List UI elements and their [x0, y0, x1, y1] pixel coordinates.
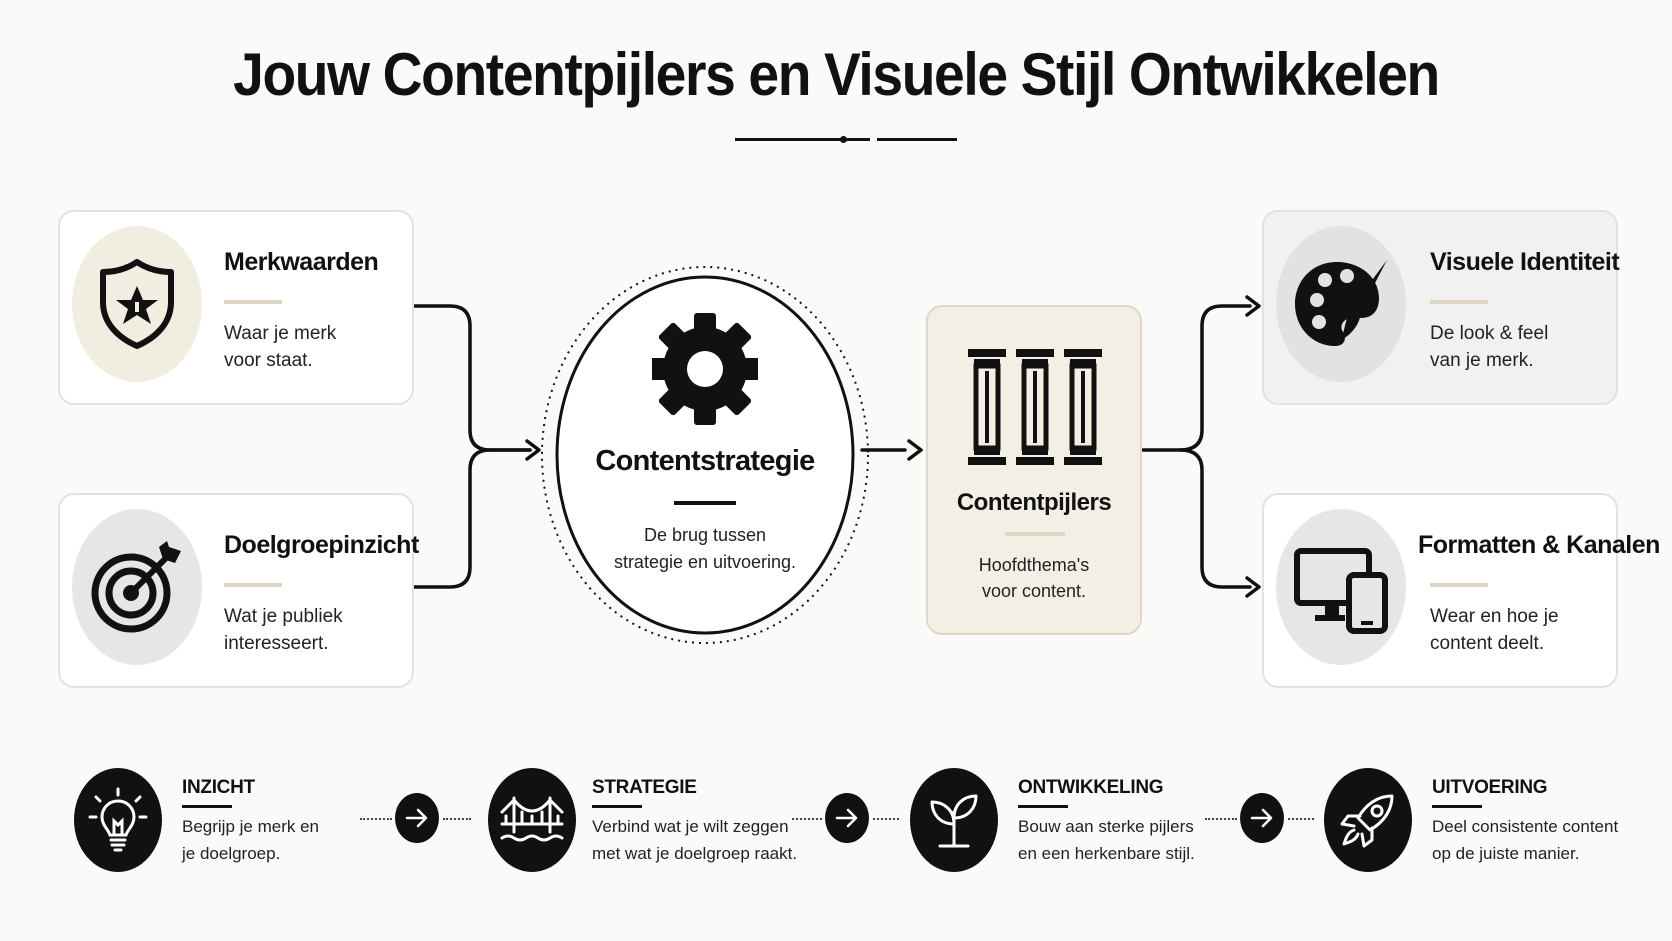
desc-line: Waar je merk [224, 323, 337, 344]
pillars-divider [1005, 532, 1065, 536]
desc-line: je doelgroep. [182, 844, 281, 863]
palette-icon [1276, 226, 1406, 382]
page-title: Jouw Contentpijlers en Visuele Stijl Ont… [233, 41, 1440, 108]
desc-line: De look & feel [1430, 323, 1549, 344]
card-title: Visuele Identiteit [1430, 248, 1620, 276]
pillars-icon [966, 347, 1104, 470]
card-title: Formatten & Kanalen [1418, 531, 1660, 559]
strategy-divider [674, 501, 736, 505]
step-divider [592, 805, 642, 808]
desc-line: voor content. [981, 581, 1087, 601]
step-title: INZICHT [182, 777, 255, 798]
step-divider [1018, 805, 1068, 808]
desc-line: De brug tussen [643, 525, 767, 545]
desc-line: Begrijp je merk en [182, 817, 320, 836]
card-contentpijlers: Contentpijlers Hoofdthema's voor content… [926, 305, 1142, 635]
step-connector-dots [873, 818, 899, 820]
card-description: De look & feel van je merk. [1430, 320, 1548, 374]
shield-star-icon [72, 226, 202, 382]
step-description: Verbind wat je wilt zeggen met wat je do… [592, 813, 797, 867]
bridge-icon [488, 768, 576, 872]
arrow-right-icon [825, 793, 869, 843]
step-connector-dots [360, 818, 392, 820]
desc-line: voor staat. [224, 350, 313, 371]
target-icon [72, 509, 202, 665]
desc-line: interesseert. [224, 633, 329, 654]
lightbulb-icon [74, 768, 162, 872]
card-divider [224, 300, 282, 304]
card-description: Wear en hoe je content deelt. [1430, 603, 1559, 657]
card-visuele-identiteit: Visuele Identiteit De look & feel van je… [1262, 210, 1620, 405]
card-merkwaarden: Merkwaarden Waar je merk voor staat. [58, 210, 414, 405]
desc-line: op de juiste manier. [1432, 844, 1580, 863]
step-description: Deel consistente content op de juiste ma… [1432, 813, 1618, 867]
devices-icon [1276, 509, 1406, 665]
card-doelgroepinzicht: Doelgroepinzicht Wat je publiek interess… [58, 493, 419, 688]
arrow-right-icon [395, 793, 439, 843]
arrow-right-icon [1240, 793, 1284, 843]
step-title: UITVOERING [1432, 777, 1548, 798]
desc-line: en een herkenbare stijl. [1018, 844, 1195, 863]
desc-line: met wat je doelgroep raakt. [592, 844, 798, 863]
desc-line: Wear en hoe je [1430, 606, 1559, 627]
step-title: STRATEGIE [592, 777, 697, 798]
step-connector-dots [1205, 818, 1237, 820]
step-divider [182, 805, 232, 808]
rocket-icon [1324, 768, 1412, 872]
title-divider-right [877, 138, 957, 141]
card-title: Doelgroepinzicht [224, 531, 419, 559]
desc-line: Hoofdthema's [978, 555, 1090, 575]
step-connector-dots [792, 818, 822, 820]
card-divider [224, 583, 282, 587]
step-connector-dots [1288, 818, 1314, 820]
pillars-description: Hoofdthema's voor content. [928, 552, 1140, 604]
card-description: Wat je publiek interesseert. [224, 603, 343, 657]
desc-line: content deelt. [1430, 633, 1545, 654]
desc-line: Bouw aan sterke pijlers [1018, 817, 1194, 836]
title-divider-left [735, 138, 870, 141]
sprout-icon [910, 768, 998, 872]
desc-line: Deel consistente content [1432, 817, 1619, 836]
card-formatten-kanalen: Formatten & Kanalen Wear en hoe je conte… [1262, 493, 1660, 688]
step-title: ONTWIKKELING [1018, 777, 1164, 798]
card-divider [1430, 583, 1488, 587]
desc-line: Wat je publiek [224, 606, 343, 627]
desc-line: van je merk. [1430, 350, 1534, 371]
card-divider [1430, 300, 1488, 304]
gear-icon [649, 310, 761, 433]
step-description: Begrijp je merk en je doelgroep. [182, 813, 319, 867]
desc-line: strategie en uitvoering. [613, 552, 797, 572]
strategy-title: Contentstrategie [595, 445, 815, 477]
strategy-description: De brug tussen strategie en uitvoering. [575, 522, 835, 576]
desc-line: Verbind wat je wilt zeggen [592, 817, 789, 836]
step-divider [1432, 805, 1482, 808]
card-title: Merkwaarden [224, 248, 379, 276]
title-divider-dot [840, 136, 847, 143]
step-description: Bouw aan sterke pijlers en een herkenbar… [1018, 813, 1195, 867]
card-description: Waar je merk voor staat. [224, 320, 336, 374]
step-connector-dots [443, 818, 471, 820]
pillars-title: Contentpijlers [956, 489, 1112, 516]
